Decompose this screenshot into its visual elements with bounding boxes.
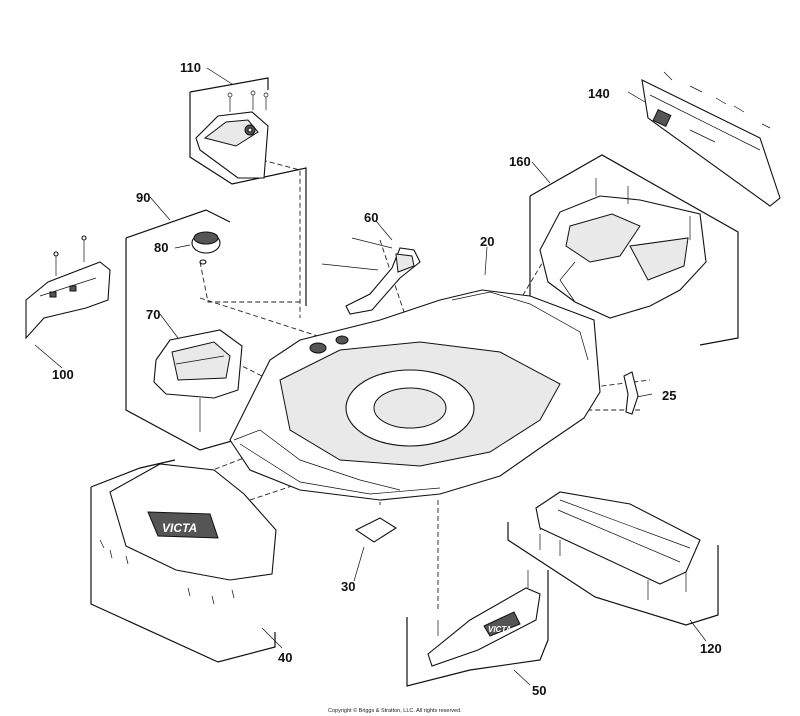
callout-25: 25	[662, 388, 676, 403]
callout-120: 120	[700, 641, 722, 656]
callout-90: 90	[136, 190, 150, 205]
part-25-clip	[623, 371, 639, 415]
victa-logo: VICTA	[162, 521, 197, 535]
part-110-rear-mount	[195, 90, 269, 179]
callout-60: 60	[364, 210, 378, 225]
part-140-rear-plate	[641, 71, 781, 207]
copyright-notice: Copyright © Briggs & Stratton, LLC. All …	[328, 707, 462, 714]
part-160-shroud	[539, 178, 707, 319]
callout-160: 160	[509, 154, 531, 169]
callout-40: 40	[278, 650, 292, 665]
part-120-rear-tray	[535, 491, 701, 600]
part-70-height-adjuster	[153, 329, 243, 432]
callout-50: 50	[532, 683, 546, 698]
callout-100: 100	[52, 367, 74, 382]
callout-80: 80	[154, 240, 168, 255]
part-50-front-skirt: VICTA	[427, 570, 541, 667]
part-20-mower-deck	[229, 289, 601, 501]
part-30-plug	[354, 517, 398, 543]
callout-70: 70	[146, 307, 160, 322]
leader-lines	[34, 67, 707, 686]
callout-20: 20	[480, 234, 494, 249]
callout-30: 30	[341, 579, 355, 594]
part-100-side-bracket	[25, 235, 111, 340]
victa-logo-small: VICTA	[488, 625, 512, 634]
callout-140: 140	[588, 86, 610, 101]
part-60-handle-bracket	[321, 237, 421, 315]
part-80-knob	[191, 231, 221, 265]
part-40-front-cover: VICTA	[99, 463, 277, 605]
callout-labels: 110 140 90 160 60 80 20 100 70 25 30 40 …	[52, 60, 722, 698]
callout-110: 110	[180, 60, 201, 75]
